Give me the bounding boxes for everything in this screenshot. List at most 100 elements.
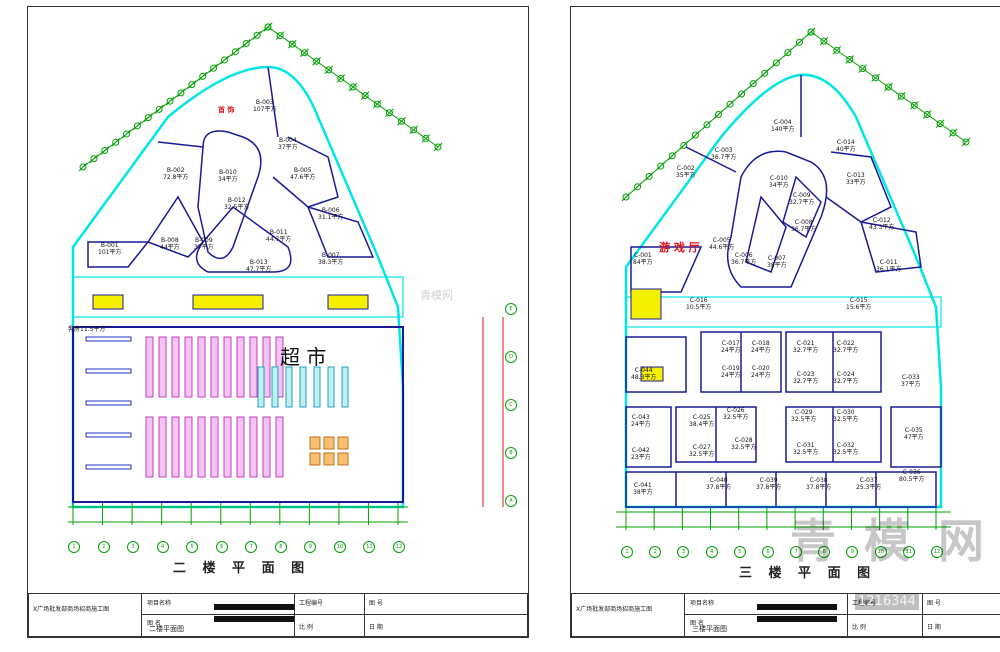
plan-title-right: 三 楼 平 面 图 xyxy=(739,566,877,581)
id-badge: 1216344 xyxy=(855,593,919,610)
project-title: X广场批发部商场招商施工图 xyxy=(576,606,653,613)
shop-tag: 首 饰 xyxy=(218,106,235,114)
tree-icon xyxy=(231,48,239,56)
grid-axis-label: 3 xyxy=(677,546,690,558)
shelf xyxy=(158,336,167,398)
escalator-right xyxy=(327,294,369,310)
grid-axis-label: 8 xyxy=(818,546,831,558)
grid-axis-label: 4 xyxy=(156,541,169,553)
tree-icon xyxy=(761,69,769,77)
shelf xyxy=(309,436,321,450)
grid-axis-label: 3 xyxy=(127,541,140,553)
tree-icon xyxy=(962,138,970,146)
shelf xyxy=(85,464,132,470)
grid-axis-label: 12 xyxy=(393,541,405,553)
tree-icon xyxy=(313,57,321,65)
shelf xyxy=(262,416,271,478)
scale-label: 比 例 xyxy=(852,624,866,631)
tree-icon xyxy=(349,83,357,91)
shelf xyxy=(323,436,335,450)
shelf xyxy=(85,368,132,374)
shelf xyxy=(85,432,132,438)
shelf xyxy=(85,336,132,342)
tree-icon xyxy=(691,131,699,139)
shelf xyxy=(327,366,335,408)
tree-icon xyxy=(434,143,442,151)
escalator-left xyxy=(192,294,264,310)
grid-axis-label: 5 xyxy=(186,541,199,553)
grid-axis-label: E xyxy=(505,303,517,315)
grid-axis-label: 5 xyxy=(733,546,746,558)
tree-icon xyxy=(657,162,665,170)
project-title: X广场批发部商场招商施工图 xyxy=(33,606,110,613)
shelf xyxy=(337,452,349,466)
shelf xyxy=(85,432,132,438)
grid-axis-label: 1 xyxy=(68,541,80,553)
shelf xyxy=(85,336,132,342)
tree-icon xyxy=(784,49,792,57)
shelf xyxy=(85,464,132,470)
shelf xyxy=(85,464,132,470)
tree-icon xyxy=(242,39,250,47)
tree-icon xyxy=(846,56,854,63)
tree-icon xyxy=(833,46,841,54)
shelf xyxy=(249,416,258,478)
tree-icon xyxy=(726,100,734,108)
tree-icon xyxy=(634,183,642,191)
shelf xyxy=(275,416,284,478)
shelf xyxy=(85,400,132,406)
supermarket-shelves xyxy=(85,336,349,478)
grid-axis-label: 7 xyxy=(790,546,803,558)
shelf xyxy=(323,452,335,466)
shelf xyxy=(257,366,265,408)
tree-icon xyxy=(199,72,207,80)
tree-icon xyxy=(738,90,746,98)
redacted-bar xyxy=(757,616,837,622)
tree-icon xyxy=(668,152,676,160)
tree-icon xyxy=(422,134,430,142)
tree-icon xyxy=(337,74,345,82)
tree-icon xyxy=(373,100,381,108)
redacted-bar xyxy=(757,604,837,610)
shelf xyxy=(236,336,245,398)
shelf xyxy=(337,436,349,450)
tree-icon xyxy=(923,111,931,118)
tree-icon xyxy=(398,117,406,125)
shelf xyxy=(184,336,193,398)
tree-icon xyxy=(112,138,120,146)
grid-axis-label: B xyxy=(505,447,517,459)
title-block-right: X广场批发部商场招商施工图 项目名称 图 名 三楼平面图 工程编号 比 例 图 … xyxy=(571,593,1000,637)
tree-icon xyxy=(325,66,333,74)
tree-icon xyxy=(123,130,131,138)
shelf xyxy=(271,366,279,408)
title-block-left: X广场批发部商场招商施工图 项目名称 图 名 二楼平面图 工程编号 比 例 图 … xyxy=(28,593,528,637)
drawing-name: 三楼平面图 xyxy=(692,625,727,633)
shelf xyxy=(223,336,232,398)
shelf xyxy=(158,416,167,478)
tree-icon xyxy=(177,89,185,97)
tree-icon xyxy=(101,147,109,155)
